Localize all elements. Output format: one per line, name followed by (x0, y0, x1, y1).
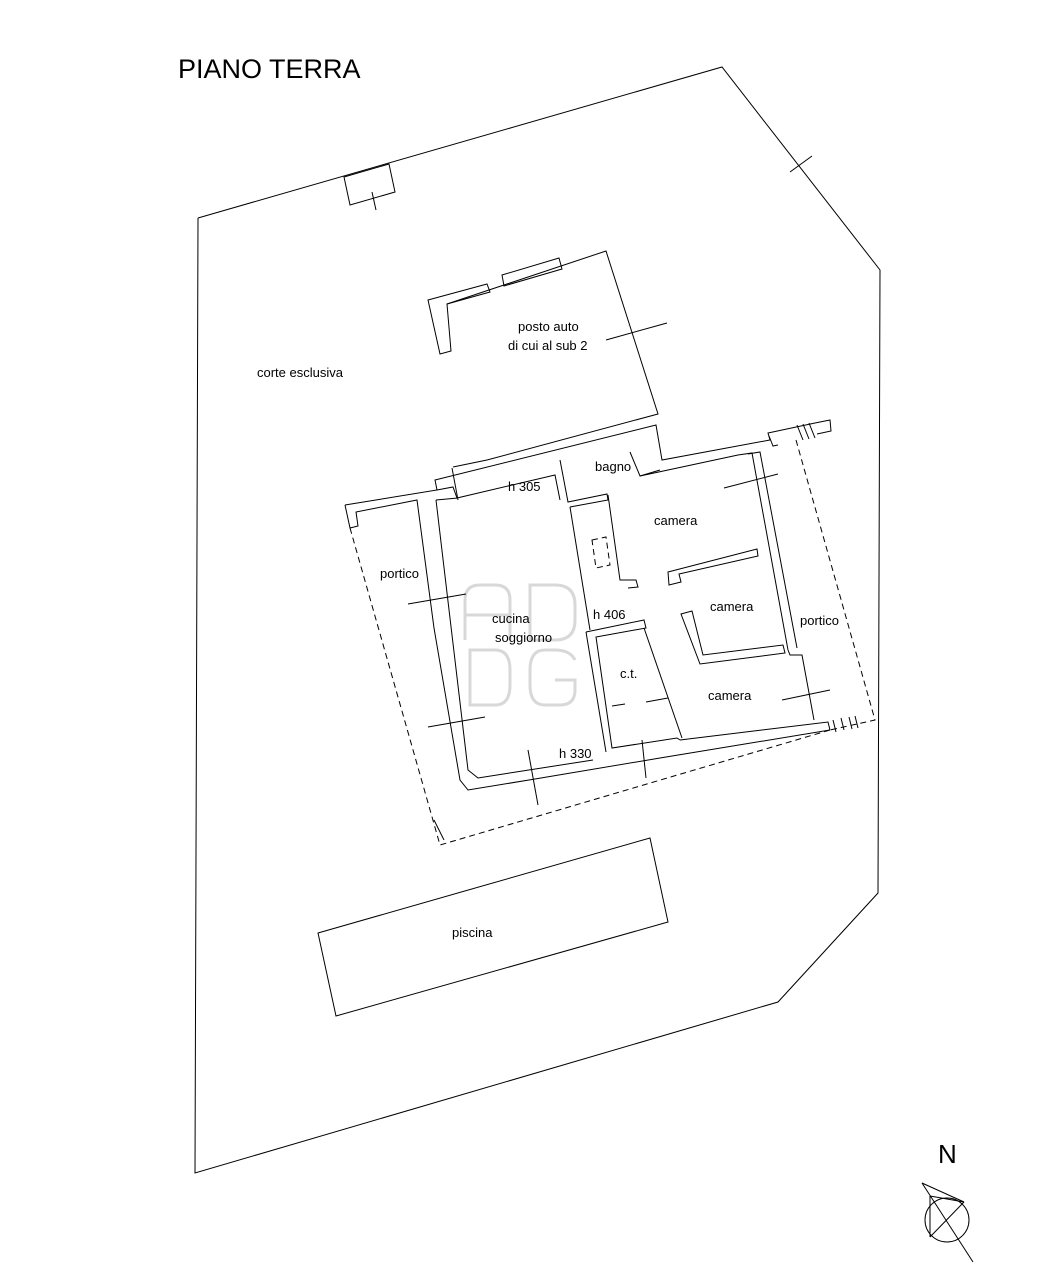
carport (427, 250, 668, 468)
north-label: N (938, 1139, 957, 1169)
label-height-406: h 406 (593, 607, 626, 622)
gate-tick (371, 191, 377, 211)
label-posto-auto-1: posto auto (518, 319, 579, 334)
plan-title: PIANO TERRA (178, 54, 361, 84)
carport-tick (605, 322, 668, 341)
label-ct: c.t. (620, 666, 637, 681)
label-camera-2: camera (710, 599, 754, 614)
label-height-330: h 330 (559, 746, 592, 761)
pool (317, 837, 669, 1017)
label-cucina: cucina (492, 611, 530, 626)
label-corte: corte esclusiva (257, 365, 344, 380)
boundary-tick (789, 155, 813, 173)
label-posto-auto-2: di cui al sub 2 (508, 338, 588, 353)
gate-box (343, 163, 396, 206)
label-bagno: bagno (595, 459, 631, 474)
label-portico-right: portico (800, 613, 839, 628)
north-arrow-icon (921, 1182, 974, 1263)
label-portico-left: portico (380, 566, 419, 581)
label-camera-1: camera (654, 513, 698, 528)
label-piscina: piscina (452, 925, 493, 940)
label-soggiorno: soggiorno (495, 630, 552, 645)
label-height-305: h 305 (508, 479, 541, 494)
house (344, 419, 876, 846)
watermark (463, 583, 577, 707)
lot-boundary (194, 66, 881, 1174)
label-camera-3: camera (708, 688, 752, 703)
